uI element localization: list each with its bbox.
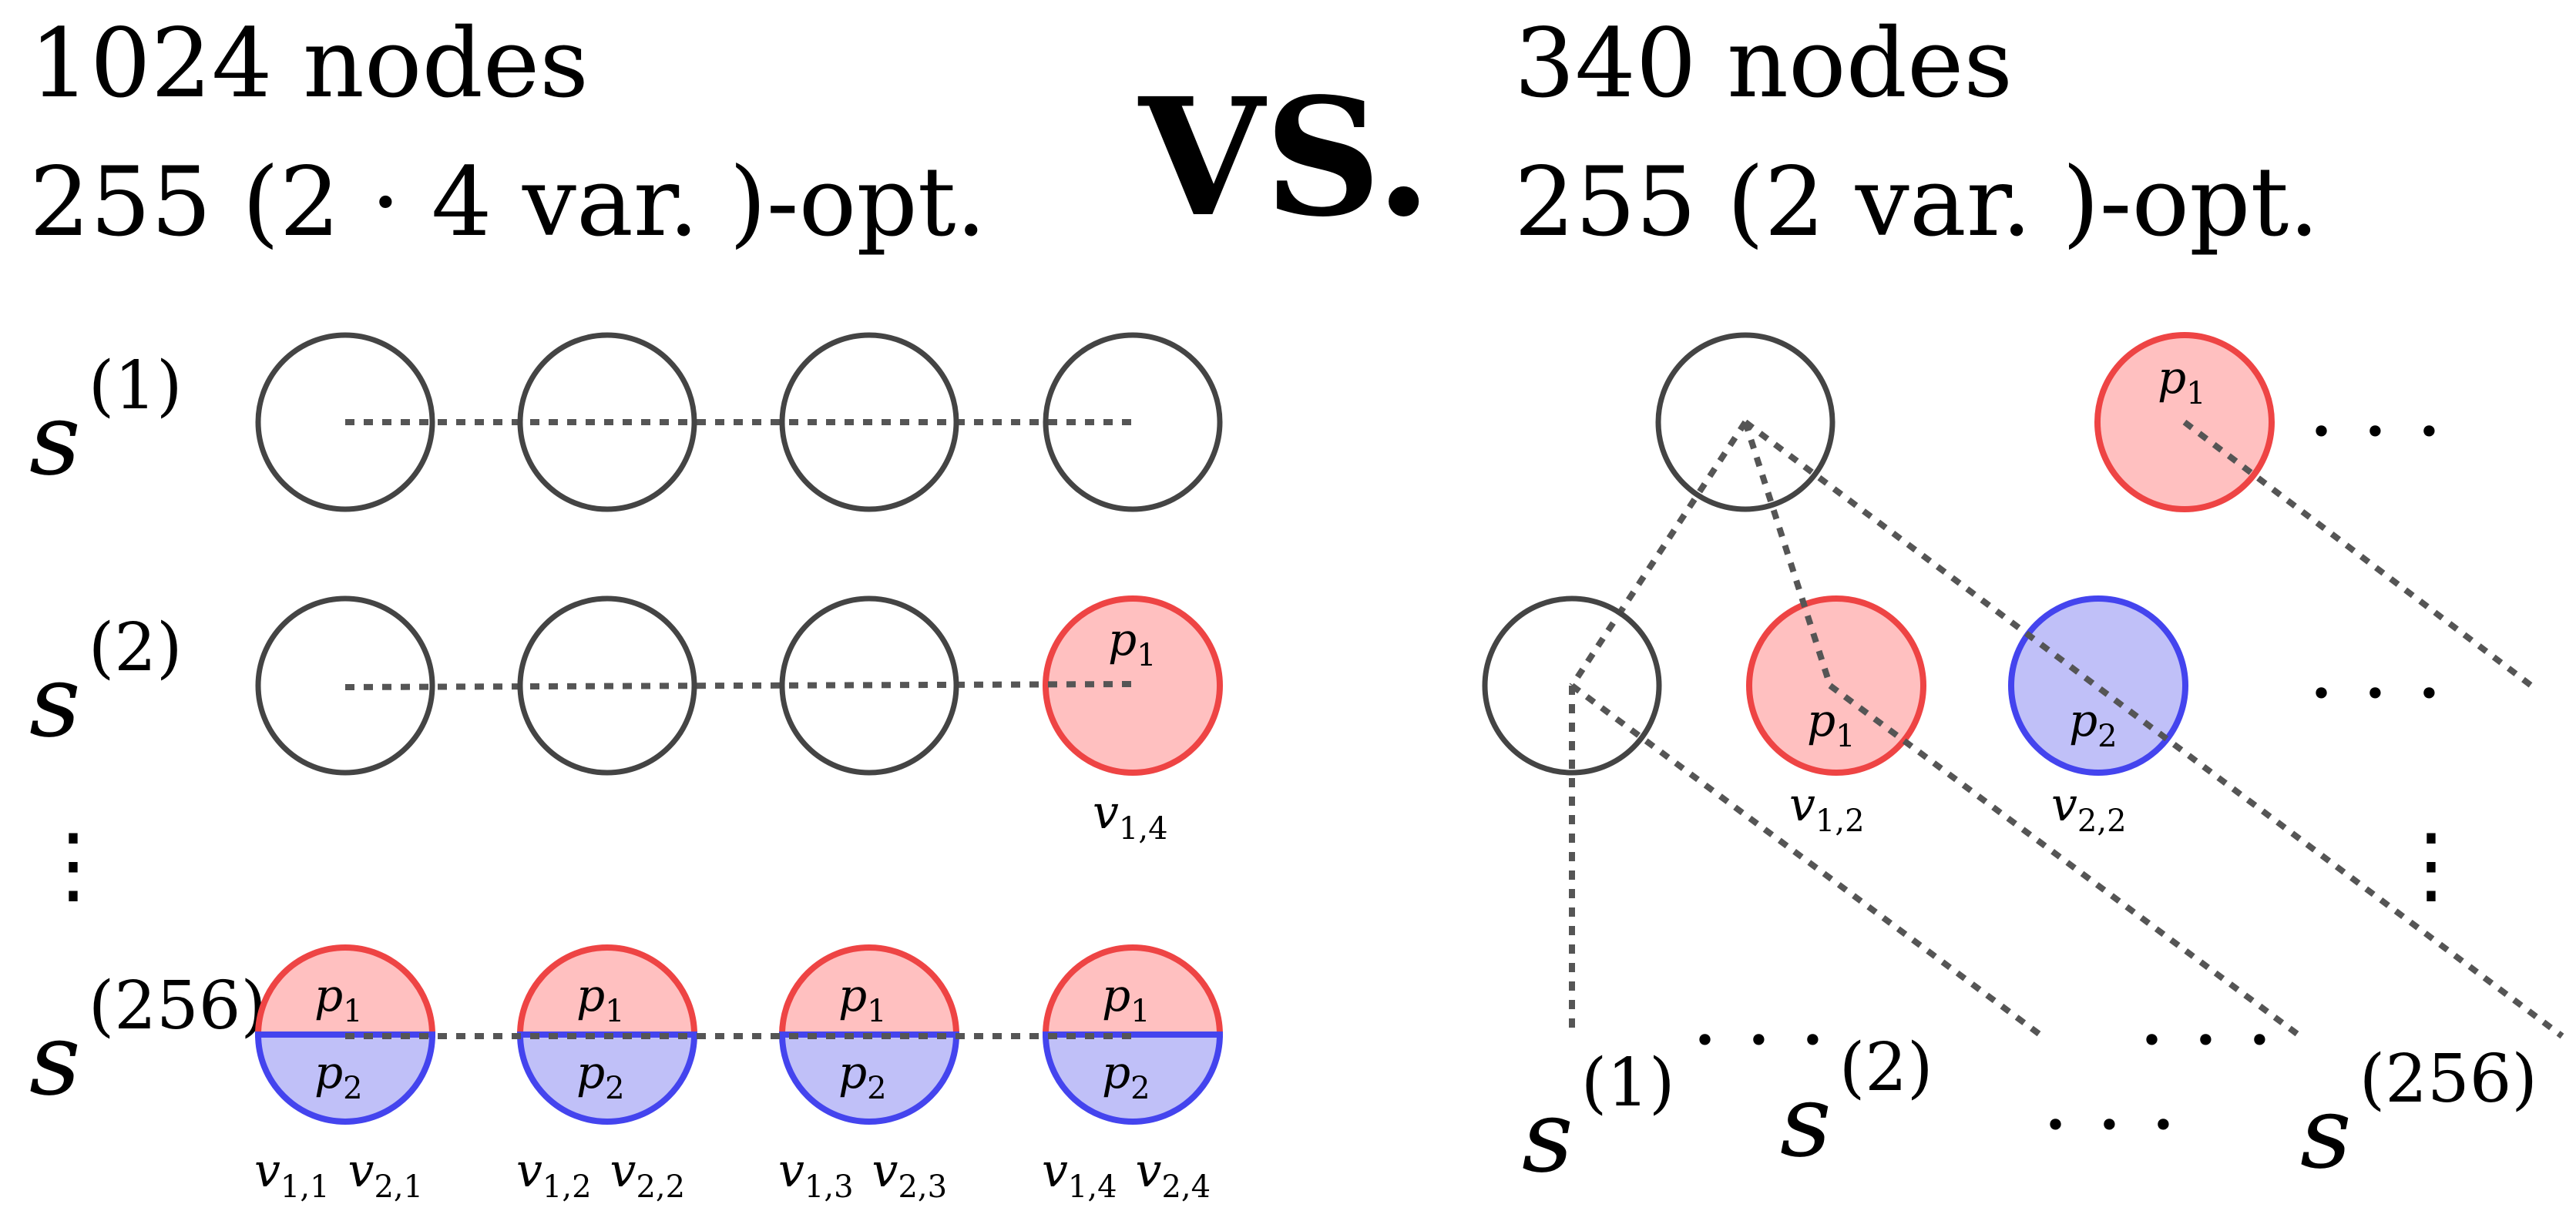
right-root-node <box>1655 332 1835 512</box>
left-row3-p2-4: p2 <box>1102 1046 1150 1106</box>
left-row2-nodes: p1 v1,4 <box>255 595 1223 847</box>
left-row3-p2-2: p2 <box>576 1046 625 1106</box>
right-v22-p2-label: p2 <box>2069 694 2118 754</box>
left-row2-node-2 <box>517 595 697 776</box>
edge-root-to-left <box>1569 420 1748 688</box>
right-leaf-s1: s(1) <box>1522 1045 1675 1195</box>
vs-label: VS. <box>1137 62 1432 253</box>
right-v12-label: v1,2 <box>1789 778 1865 839</box>
left-row3-p1-4: p1 <box>1102 969 1150 1029</box>
right-ellipsis-mid: . . . <box>2308 619 2443 717</box>
right-panel: 340 nodes 255 (2 var. )-opt. p1 p1 p2 v1… <box>1482 8 2564 1195</box>
right-left-node <box>1482 595 1662 776</box>
left-row2-node-4-p1 <box>1043 595 1223 776</box>
left-row1-node-1 <box>255 332 435 512</box>
edge-root-to-s256 <box>1743 419 2564 1039</box>
left-row2-v14-label: v1,4 <box>1093 786 1168 847</box>
left-row3-p1-3: p1 <box>838 969 887 1029</box>
left-row3-p2-1: p2 <box>314 1046 363 1106</box>
right-leaf-s2: s(2) <box>1780 1029 1933 1179</box>
left-row2-label: s(2) <box>29 609 183 760</box>
left-row2-dotted-path <box>344 681 1134 690</box>
edge-root-to-v12 <box>1742 421 1833 687</box>
left-title-line2: 255 (2 · 4 var. )-opt. <box>29 147 986 258</box>
right-ellipsis-leaf-1: . . . <box>1691 965 1826 1064</box>
right-node-v22-p2 <box>2008 595 2188 776</box>
left-row1-node-2 <box>517 332 697 512</box>
right-v22-label: v2,2 <box>2051 778 2127 839</box>
left-row1-node-4 <box>1043 332 1223 512</box>
left-row1-label: s(1) <box>29 347 183 498</box>
edge-v12-to-dots <box>1828 683 2302 1039</box>
right-tree-edges <box>1569 419 2564 1039</box>
left-row3-node-4 <box>1042 944 1224 1125</box>
left-vertical-ellipsis: ⋮ <box>31 815 116 914</box>
right-node-v12-p1 <box>1746 595 1926 776</box>
left-row3-p1-2: p1 <box>576 969 625 1029</box>
right-root2-p1-label: p1 <box>2158 351 2206 411</box>
left-panel: 1024 nodes 255 (2 · 4 var. )-opt. s(1) s… <box>29 8 1224 1205</box>
edge-left-to-dots <box>1570 683 2044 1039</box>
right-title-line2: 255 (2 var. )-opt. <box>1514 147 2319 258</box>
left-row1-nodes <box>255 332 1223 512</box>
left-row3-node-1 <box>254 944 436 1125</box>
left-row3-p2-3: p2 <box>838 1046 887 1106</box>
right-leaf-s256: s(256) <box>2300 1041 2537 1191</box>
right-v12-p1-label: p1 <box>1807 694 1856 754</box>
right-ellipsis-top: . . . <box>2308 357 2443 455</box>
left-row3-node-3 <box>778 944 960 1125</box>
right-ellipsis-leaf-3: . . . <box>2042 1050 2177 1149</box>
left-row3-p1-1: p1 <box>314 969 363 1029</box>
left-row2-node-3 <box>779 595 959 776</box>
right-vertical-ellipsis: ⋮ <box>2389 815 2474 914</box>
right-ellipsis-leaf-2: . . . <box>2138 965 2273 1064</box>
left-row2-node-1 <box>255 595 435 776</box>
left-row3-node-2 <box>516 944 698 1125</box>
right-title-line1: 340 nodes <box>1514 8 2013 119</box>
left-row3-nodes: p1 p1 p1 p1 p2 p2 p2 p2 <box>254 944 1224 1125</box>
left-row3-label: s(256) <box>29 968 267 1118</box>
left-title-line1: 1024 nodes <box>29 8 589 119</box>
left-row2-p1-label: p1 <box>1108 613 1157 673</box>
left-row1-node-3 <box>779 332 959 512</box>
